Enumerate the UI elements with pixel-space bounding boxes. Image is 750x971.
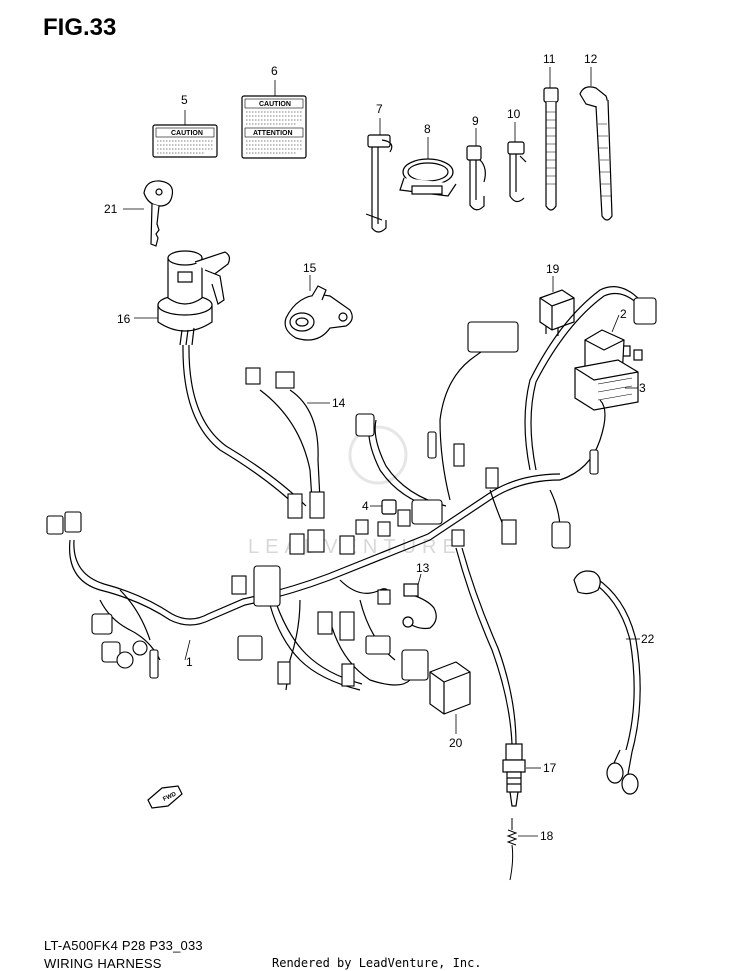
part-9-clip[interactable] — [466, 145, 486, 211]
callout-18[interactable]: 18 — [540, 829, 554, 843]
fwd-arrow-icon: FWD — [147, 785, 183, 809]
part-10-clip[interactable] — [507, 141, 527, 203]
callout-9[interactable]: 9 — [472, 114, 479, 128]
callout-22[interactable]: 22 — [641, 632, 655, 646]
watermark: LEADVENTURE — [248, 536, 462, 558]
callout-13[interactable]: 13 — [416, 561, 430, 575]
part-22-lead[interactable] — [573, 570, 641, 795]
callout-11[interactable]: 11 — [543, 52, 556, 66]
part-20-control-unit[interactable] — [429, 661, 471, 715]
part-3-fuse-box[interactable] — [574, 329, 639, 411]
part-4-coupler[interactable] — [381, 499, 397, 515]
part-15-sensor[interactable] — [284, 285, 353, 341]
figure-title: FIG.33 — [43, 14, 117, 41]
footer-credit: Rendered by LeadVenture, Inc. — [272, 956, 482, 970]
callout-21[interactable]: 21 — [104, 202, 118, 216]
part-13-ground-lead[interactable] — [402, 583, 437, 630]
part-18-spring[interactable] — [506, 818, 518, 881]
callout-17[interactable]: 17 — [543, 761, 557, 775]
part-2-fuse[interactable] — [621, 345, 643, 361]
callout-12[interactable]: 12 — [584, 52, 598, 66]
callout-2[interactable]: 2 — [620, 307, 627, 321]
footer-model-code: LT-A500FK4 P28 P33_033 — [44, 938, 203, 953]
callout-15[interactable]: 15 — [303, 261, 317, 275]
part-19-relay[interactable] — [539, 289, 575, 336]
caution-text-5: CAUTION — [171, 130, 203, 137]
part-8-band-clamp[interactable] — [399, 158, 457, 197]
harness-connectors — [46, 297, 657, 687]
callout-16[interactable]: 16 — [117, 312, 131, 326]
part-16-ignition-switch[interactable] — [157, 250, 231, 346]
part-17-sensor[interactable] — [455, 547, 526, 807]
callout-19[interactable]: 19 — [546, 262, 560, 276]
callout-1[interactable]: 1 — [186, 655, 193, 669]
callout-10[interactable]: 10 — [507, 107, 521, 121]
part-6-caution-attention-label[interactable]: CAUTION ATTENTION — [241, 95, 307, 159]
callout-3[interactable]: 3 — [639, 381, 646, 395]
callout-8[interactable]: 8 — [424, 122, 431, 136]
footer-figure-name: WIRING HARNESS — [44, 956, 162, 971]
part-11-cable-tie[interactable] — [543, 87, 559, 211]
watermark-emblem — [348, 425, 408, 485]
callout-4[interactable]: 4 — [362, 499, 369, 513]
fwd-label: FWD — [162, 791, 178, 802]
callout-7[interactable]: 7 — [376, 102, 383, 116]
part-21-ignition-key[interactable] — [143, 180, 174, 247]
callout-20[interactable]: 20 — [449, 736, 463, 750]
callout-14[interactable]: 14 — [332, 396, 346, 410]
part-7-clamp[interactable] — [365, 134, 393, 233]
attention-text-6: ATTENTION — [253, 130, 293, 137]
part-12-cable-tie-mount[interactable] — [579, 86, 613, 221]
callout-5[interactable]: 5 — [181, 93, 188, 107]
caution-text-6: CAUTION — [259, 101, 291, 108]
part-1-main-harness[interactable] — [68, 286, 641, 691]
part-5-caution-label[interactable]: CAUTION — [152, 124, 218, 158]
callout-6[interactable]: 6 — [271, 64, 278, 78]
